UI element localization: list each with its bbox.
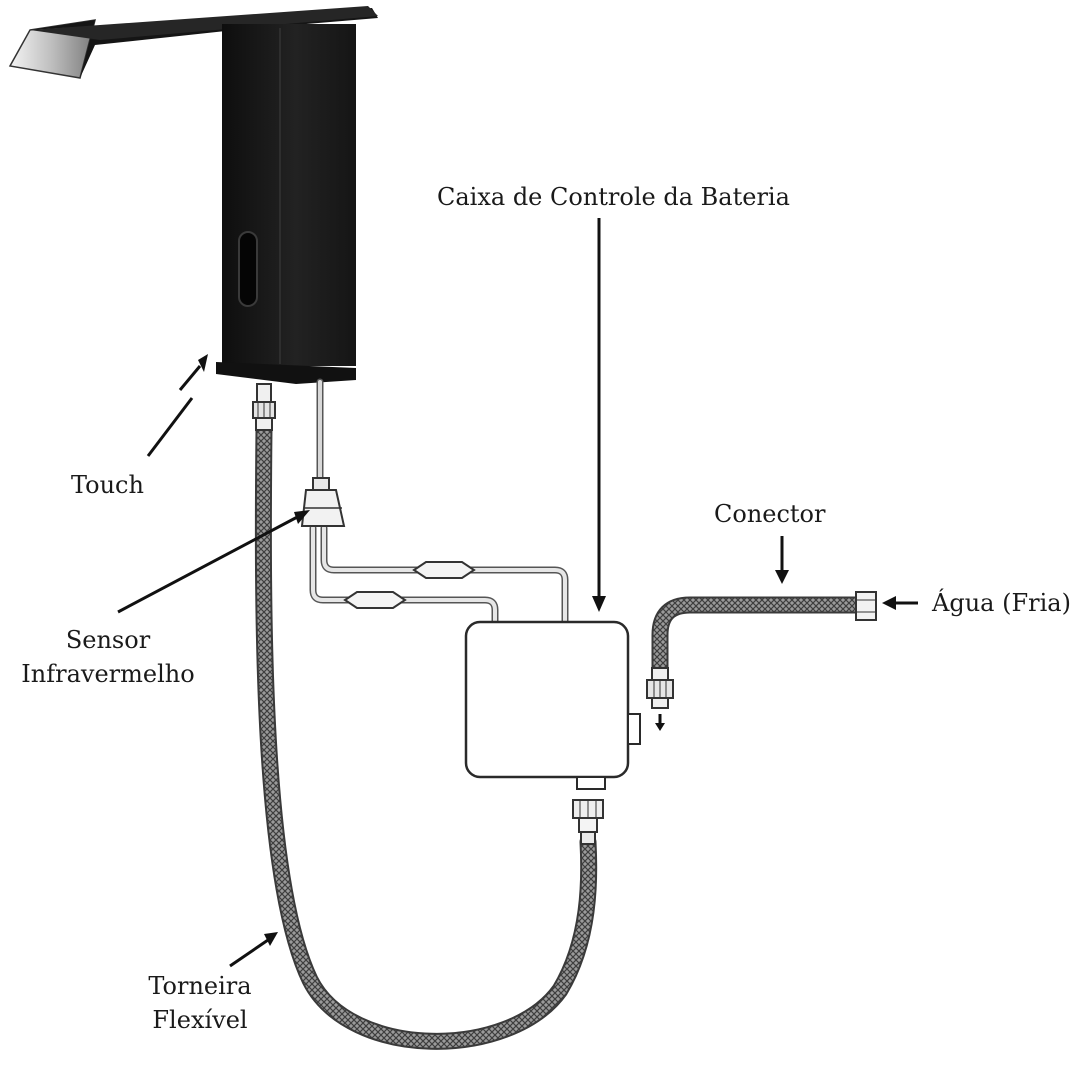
arrow-water	[882, 596, 918, 610]
box-outlet-fitting	[572, 799, 604, 845]
battery-control-box	[464, 620, 641, 790]
label-sensor-line2: Infravermelho	[21, 660, 195, 688]
sensor-window	[238, 231, 258, 307]
faucet-hose-fitting	[252, 383, 276, 431]
label-sensor-line1: Sensor	[65, 626, 151, 654]
arrow-touch	[146, 354, 208, 457]
arrow-flow-down	[655, 714, 665, 731]
pointer-arrows	[117, 218, 918, 968]
label-touch: Touch	[71, 471, 144, 499]
label-hose-line2: Flexível	[152, 1006, 248, 1034]
arrow-sensor	[117, 510, 310, 614]
faucet	[8, 6, 378, 384]
arrow-hose	[229, 932, 278, 968]
inlet-hose	[651, 596, 860, 668]
faucet-base	[216, 362, 356, 384]
sensor-splitter	[300, 477, 346, 527]
inlet-fitting	[646, 667, 674, 709]
label-connector: Conector	[714, 500, 826, 528]
inlet-nut	[855, 591, 877, 621]
label-battery-control-box: Caixa de Controle da Bateria	[437, 183, 790, 211]
arrow-battery-box	[592, 218, 606, 612]
label-hose-line1: Torneira	[148, 972, 252, 1000]
flexible-hose	[254, 419, 598, 1050]
faucet-top-plate	[30, 6, 378, 40]
label-water-cold: Água (Fria)	[932, 589, 1071, 617]
faucet-body	[222, 24, 356, 366]
cable-connectors	[343, 561, 476, 609]
sensor-cables	[309, 378, 569, 626]
arrow-connector	[775, 536, 789, 584]
